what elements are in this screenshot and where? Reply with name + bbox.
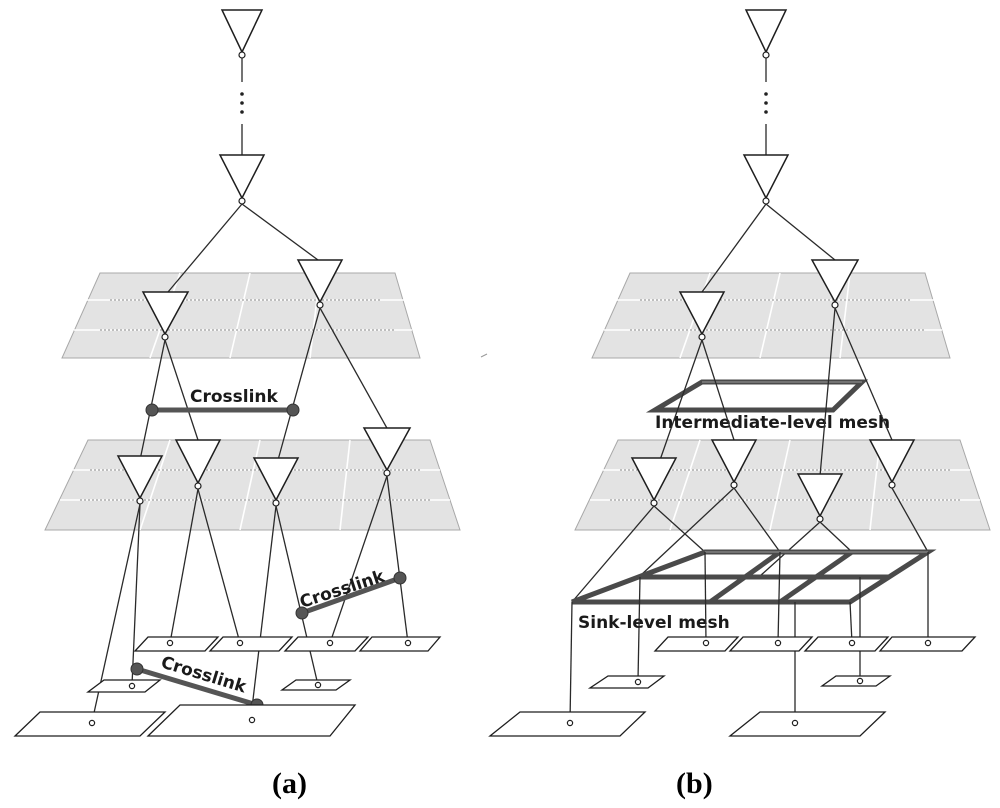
panel-a-trunk <box>218 9 266 205</box>
panel-a-lower-plane <box>44 439 461 531</box>
stray-mark <box>480 353 488 358</box>
panel-b-lower-plane <box>574 439 991 531</box>
panel-a: Crosslink Crosslink Crosslink <box>13 9 461 800</box>
crosslink-label-1: Crosslink <box>190 387 279 407</box>
panel-b-caption: (b) <box>676 767 713 800</box>
panel-a-caption: (a) <box>272 767 307 800</box>
root-buffer-icon <box>220 9 264 54</box>
crosslink-right: Crosslink <box>295 566 407 620</box>
intermediate-mesh-label: Intermediate-level mesh <box>655 413 890 433</box>
panel-a-upper-plane <box>61 272 421 359</box>
trunk-buffer-icon <box>218 154 266 200</box>
panel-b-trunk <box>742 9 790 205</box>
crosslink-upper: Crosslink <box>145 387 300 417</box>
panel-b-sinks <box>488 636 977 737</box>
root-buffer-icon-b <box>744 9 788 54</box>
panel-b-upper-plane <box>591 272 951 359</box>
panel-b: Intermediate-level mesh Sink-level <box>488 9 991 800</box>
sink-level-mesh: Sink-level mesh <box>571 549 937 633</box>
intermediate-level-mesh: Intermediate-level mesh <box>645 379 890 433</box>
sink-mesh-label: Sink-level mesh <box>578 613 730 633</box>
trunk-buffer-icon-b <box>742 154 790 200</box>
